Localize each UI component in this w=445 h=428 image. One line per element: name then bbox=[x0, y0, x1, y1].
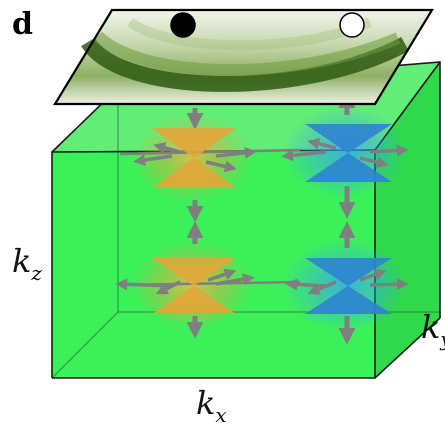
arrow-tl-left bbox=[133, 154, 173, 166]
arrow-br-left bbox=[285, 278, 327, 291]
arrow-tl-front bbox=[205, 160, 237, 173]
arrow-bl-front bbox=[155, 280, 181, 295]
cone-top-right bbox=[305, 124, 392, 182]
arrow-bl-back bbox=[207, 268, 237, 282]
arrow-br-front bbox=[307, 280, 337, 295]
panel-label: d bbox=[12, 7, 33, 42]
box-back-edge-diagonal bbox=[51, 311, 119, 379]
arrow-tr-right bbox=[369, 144, 409, 157]
arrow-tr-left bbox=[281, 149, 327, 162]
surface-plane-border bbox=[53, 8, 434, 106]
arrow-tl-right bbox=[215, 146, 257, 159]
cone-top-left bbox=[152, 128, 236, 188]
cone-bottom-left bbox=[152, 258, 236, 314]
surface-plane bbox=[53, 8, 434, 106]
box bbox=[51, 61, 441, 379]
arrow-br-back bbox=[359, 268, 387, 282]
axis-label-ky: ky bbox=[421, 308, 445, 351]
filled-circle-marker bbox=[170, 12, 196, 38]
axis-label-kx: kx bbox=[196, 384, 227, 427]
axis-label-kz: kz bbox=[12, 242, 42, 285]
surface-band-faint bbox=[127, 17, 373, 51]
in-plane-arrows bbox=[115, 137, 409, 295]
arrow-tl-back bbox=[153, 142, 181, 154]
arrow-br-right bbox=[369, 278, 409, 291]
arrow-bl-right bbox=[215, 273, 255, 286]
cone-bottom-right bbox=[305, 258, 392, 314]
surface-band-light bbox=[93, 31, 401, 77]
link-top bbox=[119, 148, 301, 156]
open-circle-marker bbox=[339, 12, 365, 38]
surface-band-dark bbox=[81, 36, 409, 92]
arrow-tr-front bbox=[359, 156, 389, 169]
arrow-bl-left bbox=[115, 278, 173, 291]
arrow-tr-back bbox=[307, 137, 337, 150]
